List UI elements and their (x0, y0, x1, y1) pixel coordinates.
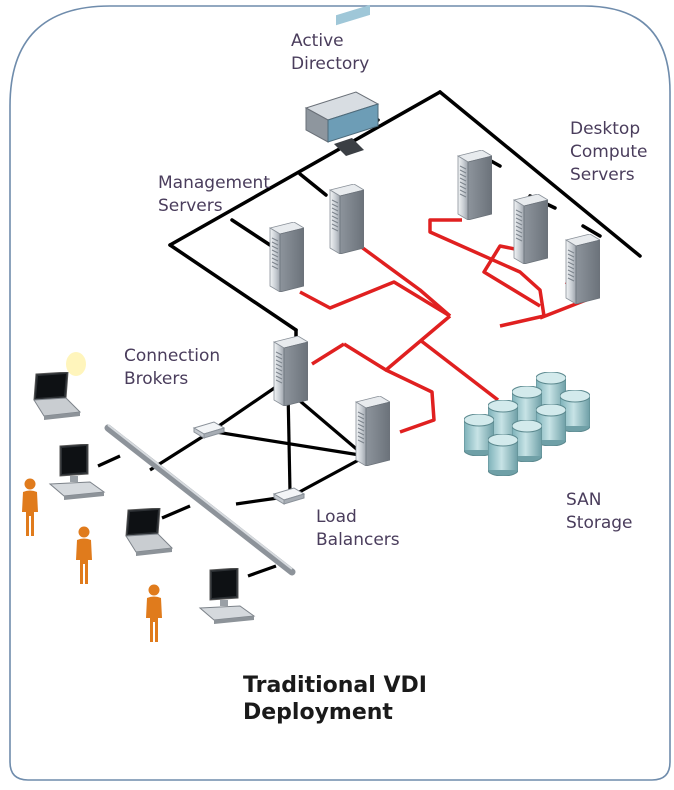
server-icon (513, 194, 548, 264)
active-directory-icon (304, 4, 380, 156)
label-line: Compute (570, 142, 648, 162)
label-line: Connection (124, 346, 221, 366)
desktop-pc-icon (199, 568, 255, 625)
label-line: Servers (158, 196, 223, 216)
label-desktop-compute-servers: Desktop Compute Servers (570, 118, 648, 187)
person-icon (22, 478, 38, 536)
server-icon (565, 234, 600, 304)
server-icon (329, 184, 364, 254)
label-line: Directory (291, 54, 370, 74)
person-icon (146, 584, 162, 642)
label-load-balancers: Load Balancers (316, 506, 400, 552)
label-line: SAN (566, 490, 602, 510)
server-icon (273, 336, 308, 406)
label-management-servers: Management Servers (158, 172, 270, 218)
server-icon (355, 396, 390, 466)
diagram-title: Traditional VDI Deployment (243, 672, 427, 726)
client-backbone (104, 424, 296, 576)
label-line: Servers (570, 165, 635, 185)
access-network-lines (97, 378, 367, 578)
server-icon (269, 222, 304, 292)
title-line: Traditional VDI (243, 673, 427, 698)
diagram-frame (9, 5, 671, 781)
label-line: Balancers (316, 530, 400, 550)
storage-network-lines (299, 218, 588, 434)
laptop-icon (33, 372, 81, 421)
label-san-storage: SAN Storage (566, 489, 633, 535)
storage-disk-icon (488, 434, 518, 476)
label-line: Brokers (124, 369, 189, 389)
label-connection-brokers: Connection Brokers (124, 345, 220, 391)
server-icon (457, 150, 492, 220)
label-line: Management (158, 173, 270, 193)
label-line: Storage (566, 513, 633, 533)
person-icon (76, 526, 92, 584)
label-line: Active (291, 31, 344, 51)
desktop-pc-icon (49, 444, 105, 501)
label-line: Desktop (570, 119, 641, 139)
title-line: Deployment (243, 700, 393, 725)
label-active-directory: Active Directory (291, 30, 369, 76)
label-line: Load (316, 507, 357, 527)
